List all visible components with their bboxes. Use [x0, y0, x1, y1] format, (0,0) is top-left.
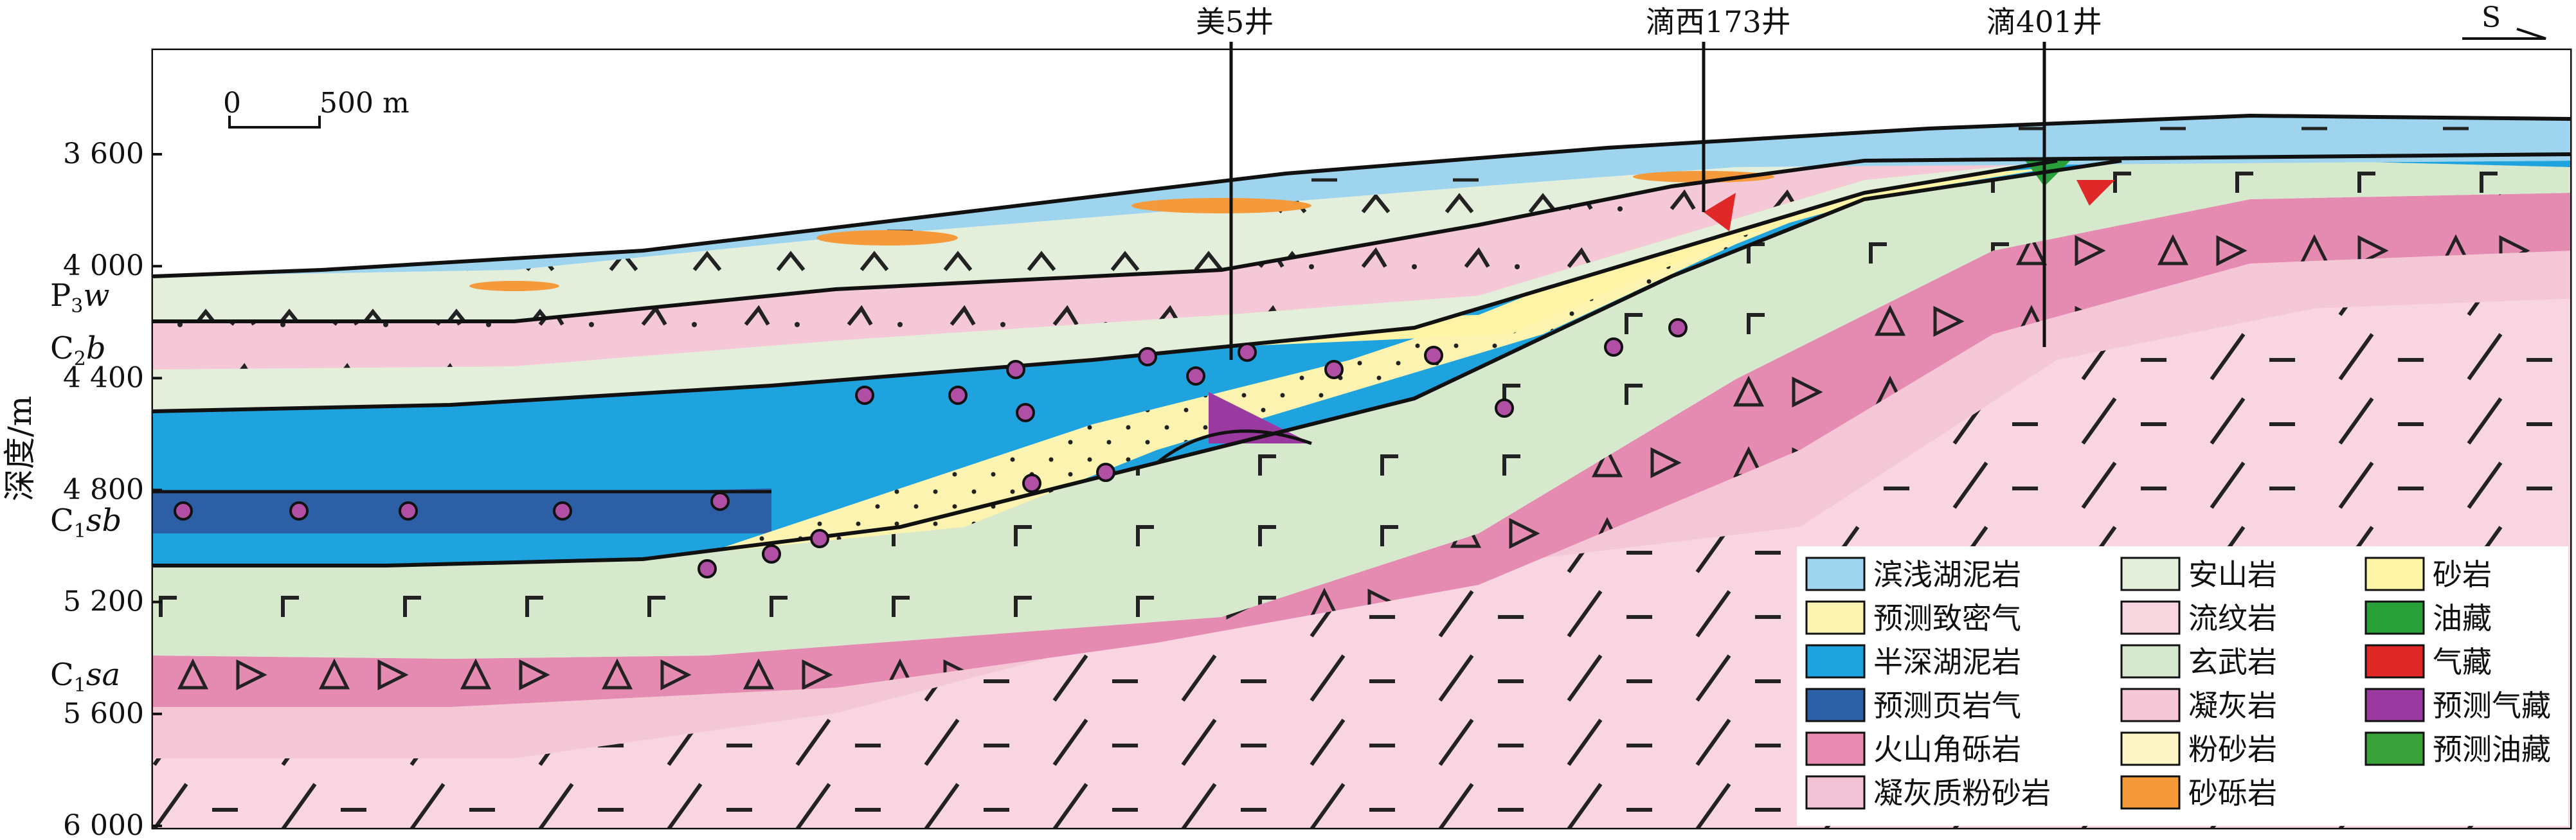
legend-label: 粉砂岩: [2188, 732, 2277, 767]
gas-well-marker-icon: [1324, 360, 1344, 379]
legend-label: 半深湖泥岩: [1873, 645, 2021, 679]
depth-axis: 深度/m 3 600 4 000 4 400 4 800 5 200 5 600 6 000: [1, 138, 162, 840]
legend-label: 预测页岩气: [1873, 688, 2021, 723]
legend-swatch: [1805, 688, 1866, 722]
legend-label: 凝灰质粉砂岩: [1873, 776, 2051, 810]
scale-zero: 0: [223, 87, 241, 120]
wells: 美5井 滴西173井 滴401井: [1196, 4, 2102, 360]
legend-swatch: [2120, 688, 2181, 722]
legend-background: [1797, 546, 2568, 826]
legend-swatch: [1805, 557, 1866, 591]
gas-well-marker-icon: [1138, 347, 1157, 366]
gas-well-marker-icon: [855, 386, 874, 405]
scale-label: 500 m: [320, 87, 410, 120]
legend-swatch: [1805, 600, 1866, 635]
arrow-icon: [2462, 28, 2546, 40]
legend-swatch: [2120, 557, 2181, 591]
depth-tick-label: 3 600: [63, 138, 144, 170]
legend-swatch: [1805, 731, 1866, 766]
legend-label: 火山角砾岩: [1873, 732, 2021, 767]
gas-well-marker-icon: [1022, 474, 1041, 493]
depth-tick-label: 4 400: [63, 361, 144, 394]
legend-swatch: [2364, 600, 2425, 635]
legend-label: 预测气藏: [2433, 688, 2551, 723]
gas-well-marker-icon: [810, 529, 829, 548]
legend-swatch: [2120, 600, 2181, 635]
legend-swatch: [2120, 731, 2181, 766]
legend-label: 玄武岩: [2188, 645, 2277, 679]
well-label-di401: 滴401井: [1986, 4, 2102, 39]
legend-swatch: [2364, 557, 2425, 591]
legend-label: 安山岩: [2188, 557, 2277, 592]
direction-label: S: [2481, 1, 2501, 34]
legend-label: 砂岩: [2433, 557, 2492, 592]
legend-label: 凝灰岩: [2188, 688, 2277, 723]
depth-tick-label: 4 800: [63, 474, 144, 506]
depth-axis-title: 深度/m: [1, 396, 39, 501]
depth-tick-label: 5 600: [63, 697, 144, 730]
legend-swatch: [2120, 775, 2181, 810]
formation-label-P3w: P3w: [50, 278, 109, 317]
legend-label: 气藏: [2433, 645, 2492, 679]
gas-well-marker-icon: [399, 501, 418, 521]
gas-well-marker-icon: [1668, 318, 1688, 337]
legend-label: 流纹岩: [2188, 601, 2277, 636]
gas-well-marker-icon: [174, 501, 193, 521]
gas-well-marker-icon: [948, 386, 968, 405]
legend-swatch: [2364, 688, 2425, 722]
depth-tick-label: 6 000: [63, 809, 144, 840]
legend-label: 滨浅湖泥岩: [1873, 557, 2021, 592]
depth-ticks: 3 600 4 000 4 400 4 800 5 200 5 600 6 000: [63, 138, 162, 840]
scale-line: [228, 116, 321, 129]
depth-tick-label: 5 200: [63, 585, 144, 618]
legend-swatch: [2364, 644, 2425, 679]
well-label-mei5: 美5井: [1196, 4, 1274, 39]
gas-well-marker-icon: [1424, 346, 1443, 365]
legend-swatch: [2120, 644, 2181, 679]
legend-swatch: [1805, 644, 1866, 679]
gas-well-marker-icon: [1604, 337, 1623, 357]
gas-well-marker-icon: [553, 501, 572, 521]
well-label-dixi173: 滴西173井: [1646, 4, 1791, 39]
legend-label: 砂砾岩: [2188, 776, 2277, 810]
gas-well-marker-icon: [1096, 463, 1115, 482]
legend-label: 预测致密气: [1873, 601, 2021, 636]
gas-well-marker-icon: [698, 559, 717, 578]
gas-well-marker-icon: [1006, 360, 1025, 379]
gas-well-marker-icon: [1186, 366, 1205, 386]
legend-label: 预测油藏: [2433, 732, 2551, 767]
legend-label: 油藏: [2433, 601, 2492, 636]
gas-well-marker-icon: [762, 544, 781, 564]
formation-label-C1sa: C1sa: [50, 657, 120, 697]
south-arrow: S: [2462, 1, 2546, 40]
gas-well-marker-icon: [1238, 343, 1257, 362]
legend-swatch: [2364, 731, 2425, 766]
gas-well-marker-icon: [289, 501, 309, 521]
scale-bar: 0 500 m: [223, 87, 410, 129]
legend-swatch: [1805, 775, 1866, 810]
gas-well-marker-icon: [1495, 398, 1514, 418]
gas-well-marker-icon: [1016, 403, 1035, 422]
formation-label-C2b: C2b: [50, 330, 106, 370]
depth-tick-label: 4 000: [63, 249, 144, 282]
formation-label-C1sb: C1sb: [50, 503, 122, 542]
gas-well-marker-icon: [710, 492, 730, 511]
